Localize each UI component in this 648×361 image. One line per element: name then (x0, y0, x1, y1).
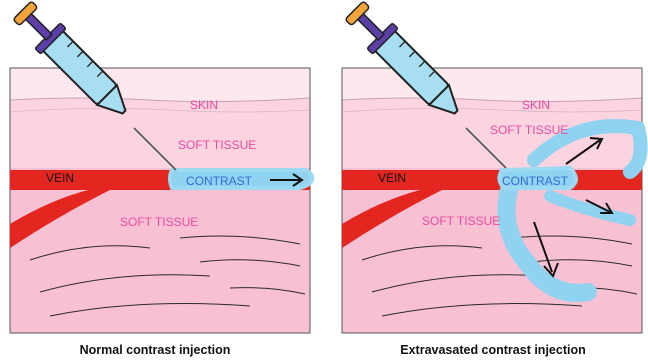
contrast-label: CONTRAST (186, 174, 252, 188)
normal-injection-panel: SKIN SOFT TISSUE VEIN CONTRAST SOFT TISS… (0, 0, 310, 361)
skin-layer (10, 68, 310, 102)
normal-injection-diagram (0, 0, 310, 340)
skin-label: SKIN (522, 98, 550, 112)
vein-label: VEIN (378, 171, 406, 185)
contrast-label: CONTRAST (502, 174, 568, 188)
upper-soft-tissue-label: SOFT TISSUE (178, 138, 256, 152)
lower-soft-tissue-label: SOFT TISSUE (120, 215, 198, 229)
upper-soft-tissue-label: SOFT TISSUE (490, 123, 568, 137)
extravasated-injection-diagram (338, 0, 648, 340)
panel-caption: Normal contrast injection (0, 342, 310, 358)
extravasated-injection-panel: SKIN SOFT TISSUE VEIN CONTRAST SOFT TISS… (338, 0, 648, 361)
skin-layer (342, 68, 642, 102)
skin-label: SKIN (190, 98, 218, 112)
panel-caption: Extravasated contrast injection (338, 342, 648, 358)
vein-label: VEIN (46, 171, 74, 185)
lower-soft-tissue-label: SOFT TISSUE (422, 214, 500, 228)
